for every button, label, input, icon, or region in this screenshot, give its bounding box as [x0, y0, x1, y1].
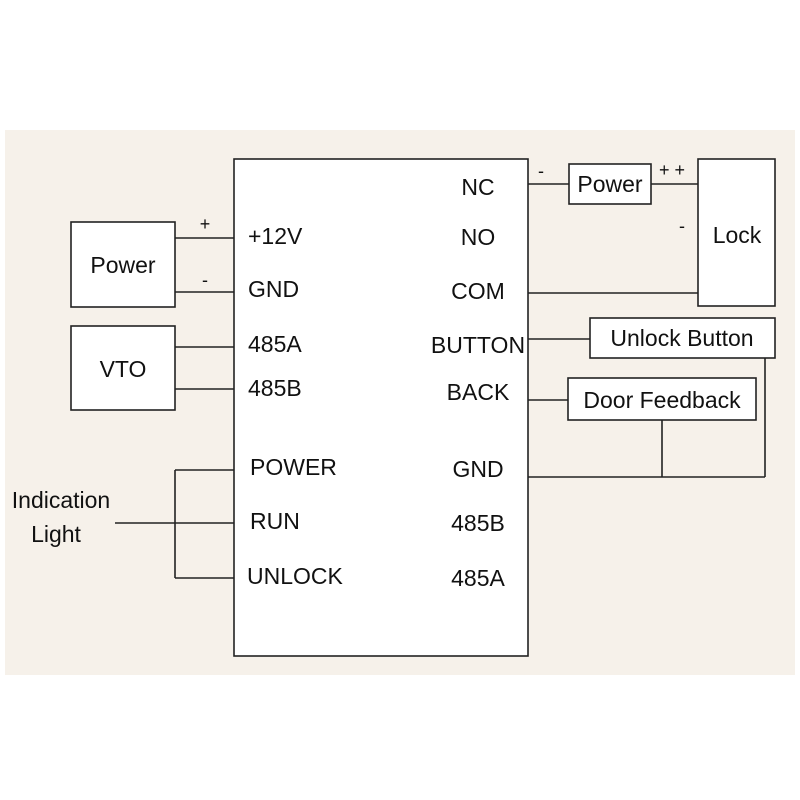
power-supply-box [70, 221, 176, 308]
pin-485a-left: 485A [248, 331, 302, 357]
lock-power-box [568, 163, 652, 205]
vto-box [70, 325, 176, 411]
unlock-button-box [589, 317, 776, 359]
pin-485b-left: 485B [248, 375, 302, 401]
lock-power-label: Power [577, 171, 643, 197]
power-supply-label: Power [90, 252, 156, 278]
pin-power: POWER [250, 454, 337, 480]
controller-box [233, 158, 529, 657]
pin-plus12v: +12V [248, 223, 303, 249]
polarity-minus-nc: - [538, 161, 544, 181]
indication-light-line2: Light [31, 521, 81, 547]
polarity-minus-lock: - [679, 216, 685, 236]
lock-box [697, 158, 776, 307]
pin-run: RUN [250, 508, 300, 534]
pin-button: BUTTON [431, 332, 525, 358]
door-feedback-label: Door Feedback [583, 387, 741, 413]
vto-label: VTO [100, 356, 147, 382]
indication-light-line1: Indication [12, 487, 110, 513]
door-feedback-box [567, 377, 757, 421]
pin-gnd-left: GND [248, 276, 299, 302]
pin-back: BACK [447, 379, 510, 405]
pin-no: NO [461, 224, 496, 250]
pin-unlock: UNLOCK [247, 563, 344, 589]
pin-gnd-right: GND [452, 456, 503, 482]
polarity-minus-left: - [202, 270, 208, 290]
unlock-button-label: Unlock Button [610, 325, 753, 351]
pin-485b-right: 485B [451, 510, 505, 536]
lock-label: Lock [713, 222, 762, 248]
polarity-plus-power: + + [659, 160, 685, 180]
pin-nc: NC [461, 174, 494, 200]
pin-485a-right: 485A [451, 565, 505, 591]
polarity-plus-left: + [200, 214, 211, 234]
pin-com: COM [451, 278, 505, 304]
